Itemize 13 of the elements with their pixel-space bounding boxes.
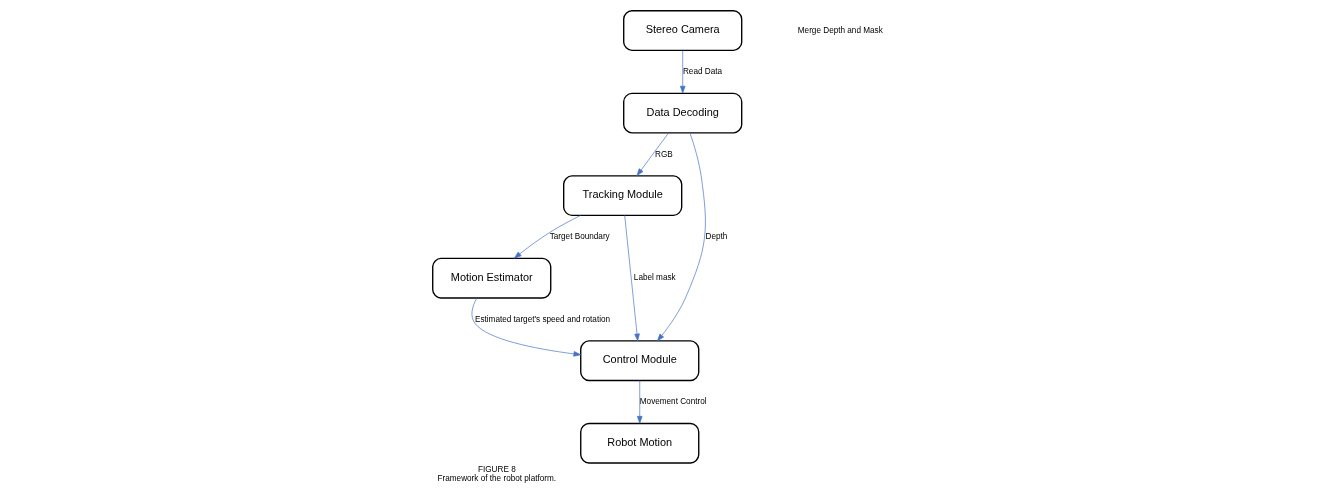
node-box: Data Decoding xyxy=(622,92,742,134)
node-box: Motion Estimator xyxy=(431,257,551,299)
node-box: Stereo Camera xyxy=(622,10,742,52)
arrow xyxy=(679,50,685,94)
arrow xyxy=(636,380,642,424)
node-box: Robot Motion xyxy=(579,422,699,464)
arrow xyxy=(513,215,581,259)
arrow xyxy=(636,132,669,176)
node-box: Control Module xyxy=(579,340,699,382)
node-box: Tracking Module xyxy=(562,175,682,217)
arrow xyxy=(471,297,581,357)
arrow xyxy=(623,215,640,342)
arrow xyxy=(656,132,706,342)
